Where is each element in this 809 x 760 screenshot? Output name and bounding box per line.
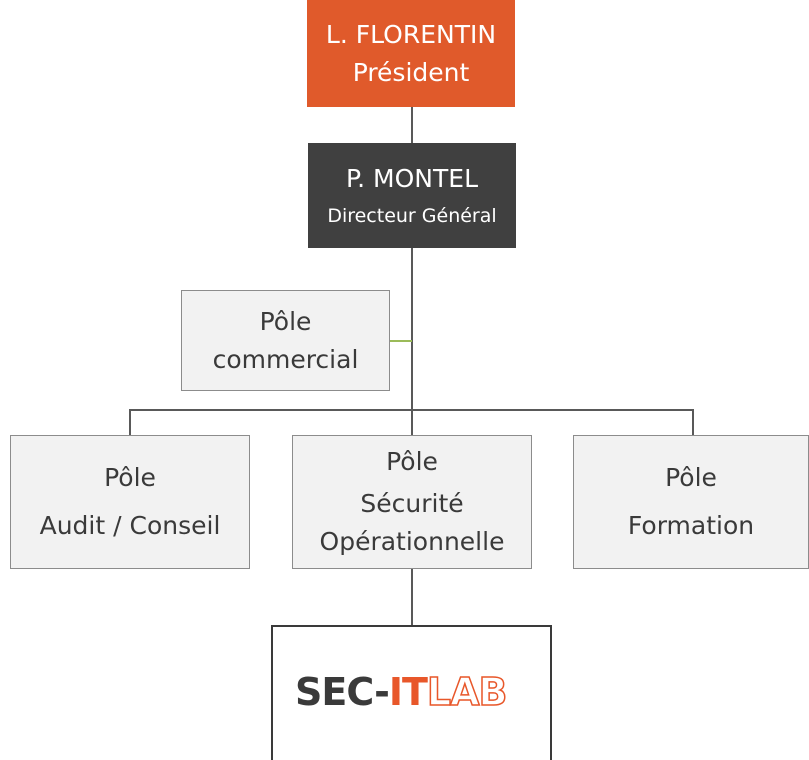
connector-audit [129, 409, 131, 435]
pole-commercial-line1: Pôle [259, 306, 312, 336]
connector-formation [692, 409, 694, 435]
pole-securite-node: Pôle Sécurité Opérationnelle [292, 435, 532, 569]
pole-audit-line1: Pôle [104, 463, 156, 492]
director-node: P. MONTEL Directeur Général [308, 143, 516, 248]
sec-itlab-node: SEC- IT LAB [271, 625, 552, 760]
connector-president-director [411, 107, 413, 143]
pole-formation-line2: Formation [627, 511, 755, 540]
sec-itlab-logo: SEC- IT LAB [295, 667, 535, 717]
director-role: Directeur Général [327, 204, 497, 227]
pole-securite-line2: Sécurité [360, 489, 464, 518]
director-name: P. MONTEL [345, 163, 479, 193]
connector-commercial [390, 340, 412, 342]
pole-audit-node: Pôle Audit / Conseil [10, 435, 250, 569]
president-name: L. FLORENTIN [325, 19, 497, 49]
logo-it: IT [388, 670, 428, 714]
connector-securite [411, 409, 413, 435]
pole-commercial-line2: commercial [212, 344, 359, 374]
pole-formation-line1: Pôle [665, 463, 717, 492]
president-role: Président [352, 57, 470, 87]
logo-sec: SEC- [295, 670, 390, 714]
connector-director-trunk [411, 248, 413, 410]
connector-securite-lab [411, 569, 413, 625]
pole-securite-line3: Opérationnelle [319, 527, 505, 556]
president-node: L. FLORENTIN Président [307, 0, 515, 107]
pole-securite-line1: Pôle [386, 447, 438, 476]
pole-commercial-node: Pôle commercial [181, 290, 390, 391]
pole-formation-node: Pôle Formation [573, 435, 809, 569]
logo-lab: LAB [426, 669, 508, 715]
pole-audit-line2: Audit / Conseil [39, 511, 221, 540]
